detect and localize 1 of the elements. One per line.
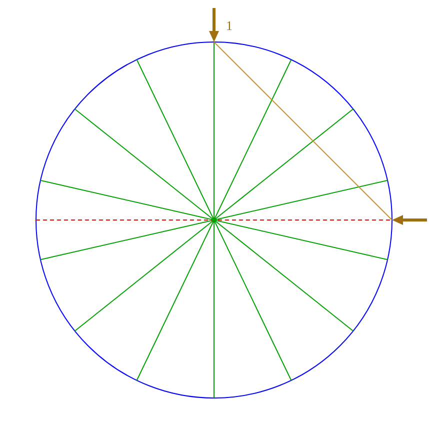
point-label: 1 [226, 19, 232, 33]
